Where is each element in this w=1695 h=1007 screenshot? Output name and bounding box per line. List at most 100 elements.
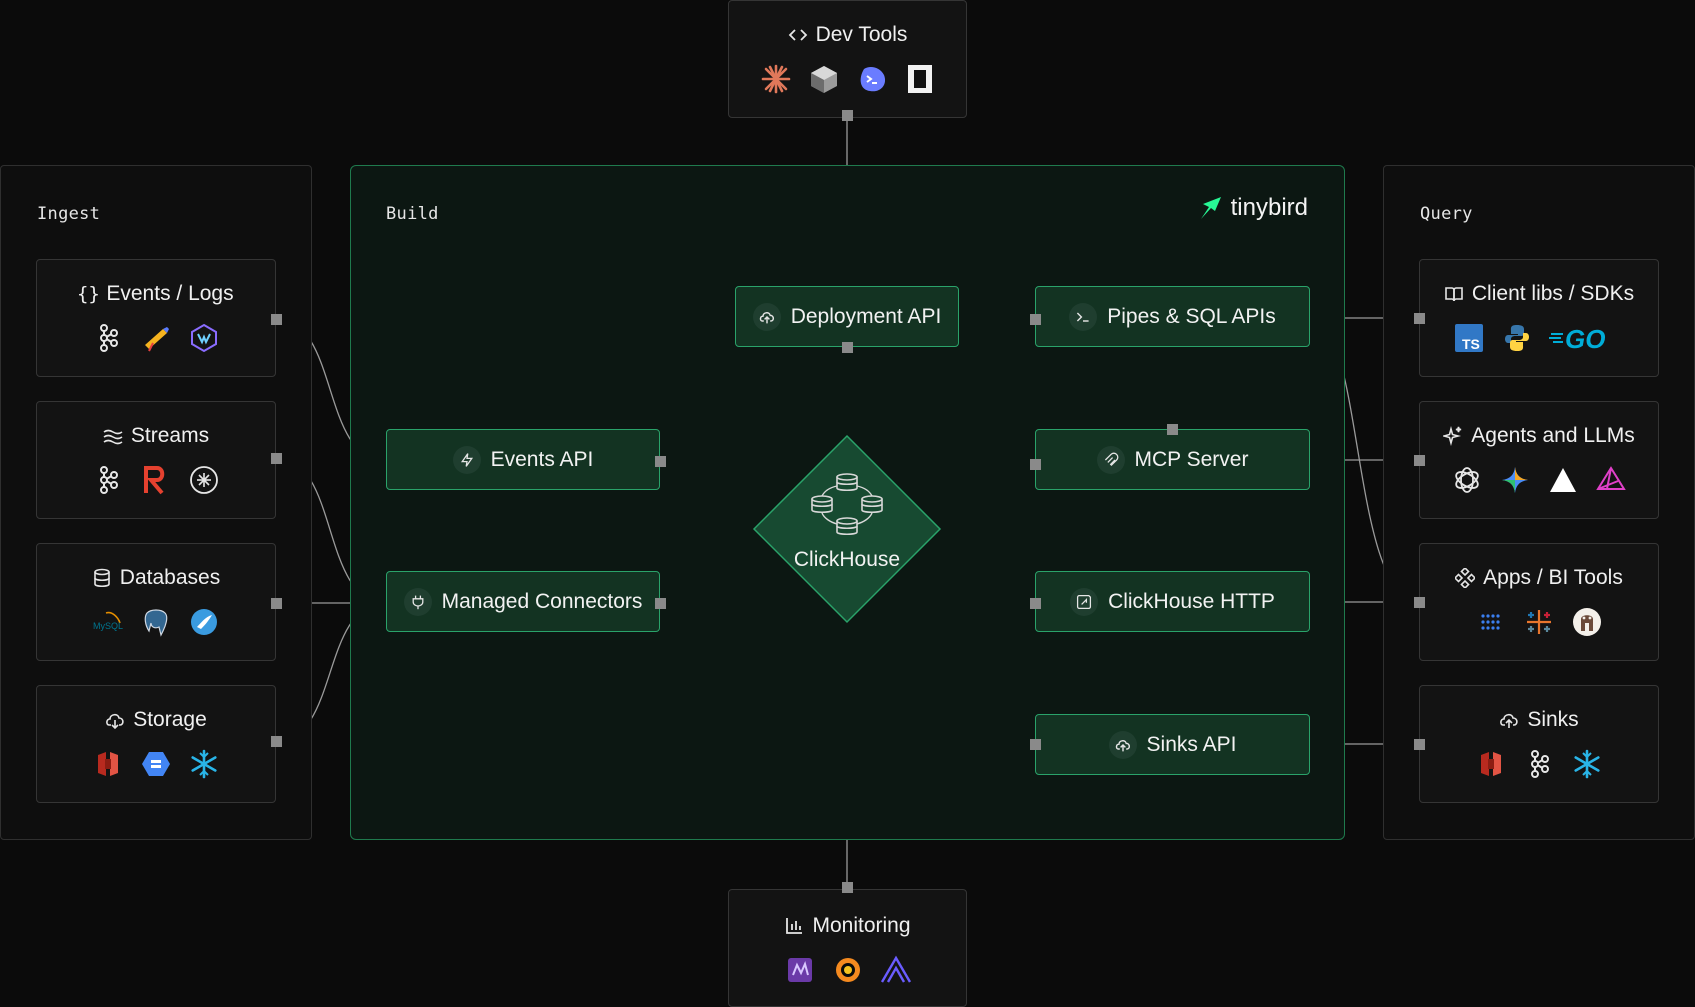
sinks-title: Sinks: [1420, 708, 1658, 732]
port: [1167, 424, 1178, 435]
metabase-logo: [1571, 606, 1603, 638]
python-logo: [1501, 322, 1533, 354]
svg-text:MySQL: MySQL: [93, 621, 123, 631]
typescript-logo: TS: [1453, 322, 1485, 354]
ingest-section-label: Ingest: [37, 204, 101, 224]
databases-label: Databases: [119, 566, 221, 589]
apps-bi-label: Apps / BI Tools: [1483, 566, 1623, 589]
openai-logo: [1451, 464, 1483, 496]
clickhouse-http-node[interactable]: ClickHouse HTTP: [1035, 571, 1310, 632]
events-logs-logos: [37, 322, 275, 354]
aws-s3-logo: [92, 748, 124, 780]
storage-label: Storage: [133, 708, 207, 731]
managed-connectors-label: Managed Connectors: [441, 589, 643, 613]
gemini-logo: [1499, 464, 1531, 496]
mcp-server-node[interactable]: MCP Server: [1035, 429, 1310, 490]
cube-logo: [808, 63, 840, 95]
port: [271, 736, 282, 747]
mcp-server-label: MCP Server: [1134, 447, 1249, 471]
port: [842, 342, 853, 353]
grafana-logo: [832, 954, 864, 986]
dev-tools-logos: [729, 63, 966, 95]
confluent-logo: [188, 464, 220, 496]
port: [1030, 739, 1041, 750]
cloud-upload-icon: [1108, 730, 1137, 759]
port: [1030, 314, 1041, 325]
streams-title: Streams: [37, 424, 275, 448]
kafka-logo: [92, 322, 124, 354]
managed-connectors-node[interactable]: Managed Connectors: [386, 571, 660, 632]
monitoring-title: Monitoring: [729, 914, 966, 938]
build-section-label: Build: [386, 204, 439, 224]
mysql-logo: MySQL: [92, 606, 124, 638]
events-logs-label: Events / Logs: [106, 282, 234, 305]
kafka-logo: [1523, 748, 1555, 780]
svg-text:TS: TS: [1462, 336, 1480, 352]
port: [1030, 459, 1041, 470]
database-cluster-icon: [811, 473, 883, 536]
port: [271, 453, 282, 464]
dev-tools-label: Dev Tools: [815, 23, 908, 46]
monitoring-card[interactable]: Monitoring: [728, 889, 967, 1007]
port: [1414, 739, 1425, 750]
apps-bi-card[interactable]: Apps / BI Tools: [1419, 543, 1659, 661]
port: [842, 110, 853, 121]
sinks-card[interactable]: Sinks: [1419, 685, 1659, 803]
databases-logos: MySQL: [37, 606, 275, 638]
query-section-label: Query: [1420, 204, 1473, 224]
book-icon: [1444, 284, 1464, 304]
deployment-api-label: Deployment API: [790, 304, 942, 328]
client-libs-title: Client libs / SDKs: [1420, 282, 1658, 306]
port: [1030, 598, 1041, 609]
tinybird-bird-icon: [1197, 195, 1223, 221]
sinks-api-node[interactable]: Sinks API: [1035, 714, 1310, 775]
streams-card[interactable]: Streams: [36, 401, 276, 519]
sinks-label: Sinks: [1527, 708, 1579, 731]
terminal-icon: [1069, 302, 1098, 331]
storage-logos: [37, 748, 275, 780]
events-api-node[interactable]: Events API: [386, 429, 660, 490]
monitoring-logos: [729, 954, 966, 986]
agents-llms-logos: [1420, 464, 1658, 496]
port: [271, 314, 282, 325]
pipes-sql-apis-node[interactable]: Pipes & SQL APIs: [1035, 286, 1310, 347]
http-icon: [1070, 587, 1099, 616]
claude-logo: [760, 63, 792, 95]
grid-icon: [1455, 568, 1476, 588]
terminal-logo: [856, 63, 888, 95]
tinybird-brand: tinybird: [1197, 194, 1308, 222]
sinks-logos: [1420, 748, 1658, 780]
events-logs-card[interactable]: {} Events / Logs: [36, 259, 276, 377]
agents-llms-card[interactable]: Agents and LLMs: [1419, 401, 1659, 519]
code-icon: [788, 25, 808, 45]
dev-tools-card[interactable]: Dev Tools: [728, 0, 967, 118]
tinybird-name: tinybird: [1230, 194, 1308, 221]
vector-logo: [188, 322, 220, 354]
sinks-api-label: Sinks API: [1146, 732, 1237, 756]
port: [271, 598, 282, 609]
snowflake-logo: [1571, 748, 1603, 780]
deployment-api-node[interactable]: Deployment API: [735, 286, 959, 347]
port: [1414, 455, 1425, 466]
port: [655, 598, 666, 609]
gcs-logo: [140, 748, 172, 780]
clickhouse-hub[interactable]: ClickHouse: [752, 434, 942, 624]
apps-bi-title: Apps / BI Tools: [1420, 566, 1658, 590]
client-libs-card[interactable]: Client libs / SDKs TS GO: [1419, 259, 1659, 377]
sparkles-icon: [1443, 426, 1463, 446]
storage-card[interactable]: Storage: [36, 685, 276, 803]
agents-llms-title: Agents and LLMs: [1420, 424, 1658, 448]
cloud-download-icon: [105, 710, 125, 730]
mariadb-logo: [188, 606, 220, 638]
storage-title: Storage: [37, 708, 275, 732]
databases-card[interactable]: Databases MySQL: [36, 543, 276, 661]
tableau-logo: [1523, 606, 1555, 638]
events-logs-title: {} Events / Logs: [37, 282, 275, 306]
kafka-logo: [92, 464, 124, 496]
port: [655, 456, 666, 467]
go-logo: GO: [1549, 322, 1625, 354]
plug-icon: [403, 587, 432, 616]
streams-label: Streams: [130, 424, 210, 447]
agents-llms-label: Agents and LLMs: [1471, 424, 1635, 447]
monitoring-label: Monitoring: [812, 914, 911, 937]
